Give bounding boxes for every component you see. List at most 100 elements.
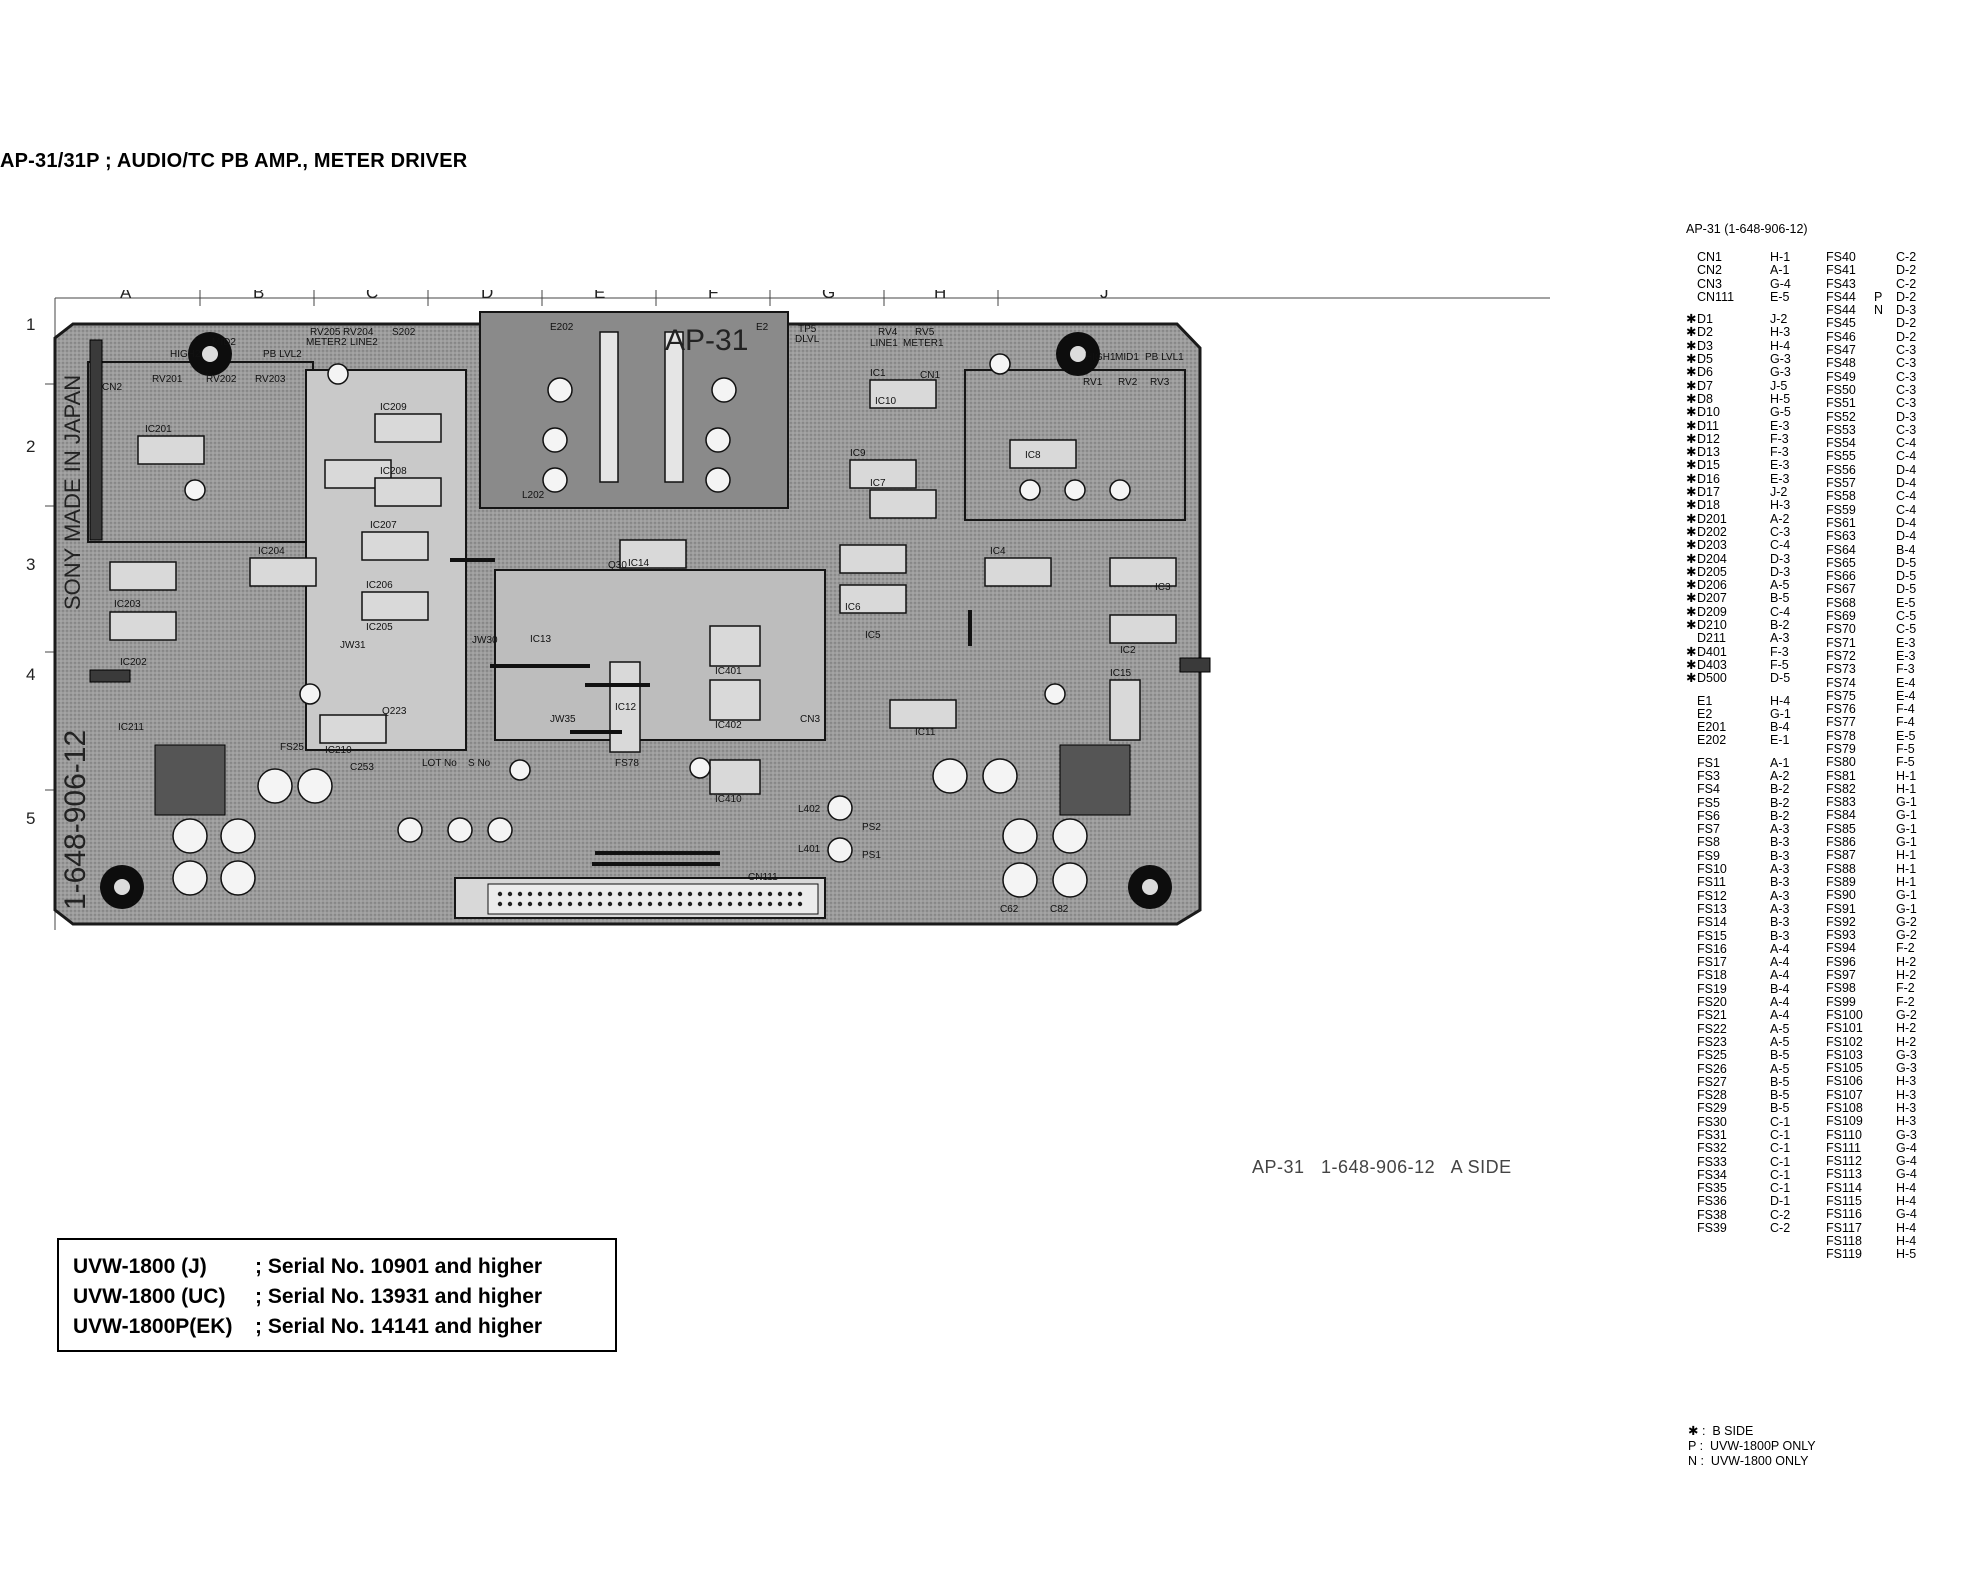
grid-location: D-1 — [1770, 1194, 1791, 1209]
grid-col-label: F — [708, 290, 718, 302]
ref-designator: FS119 — [1826, 1247, 1862, 1262]
grid-location: H-2 — [1896, 968, 1917, 983]
board-part-number-marking: 1-648-906-12 — [59, 730, 92, 910]
grid-location: A-5 — [1770, 1034, 1790, 1049]
ref-designator: FS34 — [1697, 1167, 1727, 1182]
grid-col-label: J — [1100, 290, 1109, 302]
grid-location: J-2 — [1770, 485, 1788, 500]
grid-location: C-5 — [1896, 609, 1917, 624]
label-c82: C82 — [1050, 904, 1069, 915]
ref-designator: FS14 — [1697, 915, 1727, 930]
label-ic8: IC8 — [1025, 450, 1041, 461]
mounting-holes — [100, 332, 1172, 909]
ref-designator: D201 — [1697, 511, 1727, 526]
serial-range: ; Serial No. 13931 and higher — [255, 1285, 543, 1308]
grid-col-label: G — [822, 290, 835, 302]
grid-location: H-3 — [1770, 498, 1791, 513]
b-side-mark: ✱ — [1686, 671, 1697, 686]
grid-location: G-3 — [1896, 1127, 1917, 1142]
label-rv204: RV204 — [343, 327, 374, 338]
label-rv5: RV5 — [915, 327, 935, 338]
ref-designator: FS44 — [1826, 303, 1856, 318]
label-meter2: METER2 — [306, 337, 347, 348]
connector-cn111 — [487, 883, 819, 915]
ref-designator: FS38 — [1697, 1207, 1727, 1222]
grid-location: E-4 — [1896, 688, 1916, 703]
grid-location: D-3 — [1896, 409, 1917, 424]
label-ic7: IC7 — [870, 478, 886, 489]
ref-designator: FS59 — [1826, 502, 1856, 517]
grid-location: G-1 — [1896, 835, 1917, 850]
ref-designator: FS70 — [1826, 622, 1856, 637]
ref-designator: E201 — [1697, 720, 1727, 735]
label-ic203: IC203 — [114, 599, 141, 610]
ref-designator: FS35 — [1697, 1181, 1727, 1196]
ref-designator: D209 — [1697, 604, 1727, 619]
grid-location: G-3 — [1896, 1061, 1917, 1076]
ref-designator: D2 — [1697, 325, 1713, 340]
ref-designator: D1 — [1697, 312, 1713, 327]
ref-designator: FS90 — [1826, 888, 1856, 903]
grid-col-label: B — [253, 290, 264, 302]
grid-location: H-1 — [1896, 848, 1917, 863]
ref-designator: FS93 — [1826, 928, 1856, 943]
ref-designator: FS61 — [1826, 515, 1856, 530]
label-ic3: IC3 — [1155, 582, 1171, 593]
grid-col-label: C — [366, 290, 378, 302]
label-ic211: IC211 — [118, 722, 144, 733]
label-l202: L202 — [522, 490, 545, 501]
model-flag: P — [1874, 289, 1883, 304]
grid-location: H-3 — [1896, 1074, 1917, 1089]
trace-bars — [450, 558, 972, 866]
ref-designator: FS87 — [1826, 848, 1856, 863]
b-side-mark: ✱ — [1686, 618, 1697, 633]
label-jw30: JW30 — [472, 635, 498, 646]
label-ic9: IC9 — [850, 448, 866, 459]
label-ic11: IC11 — [915, 727, 936, 738]
ref-designator: CN3 — [1697, 276, 1723, 291]
b-side-mark: ✱ — [1686, 365, 1697, 380]
ref-designator: FS116 — [1826, 1207, 1862, 1222]
grid-location: F-3 — [1770, 431, 1789, 446]
grid-location: A-4 — [1770, 995, 1790, 1010]
grid-location: B-3 — [1770, 915, 1790, 930]
b-side-mark: ✱ — [1686, 378, 1697, 393]
label-l402: L402 — [798, 804, 821, 815]
grid-location: D-2 — [1896, 316, 1917, 331]
grid-location: H-1 — [1770, 250, 1791, 264]
grid-location: D-5 — [1896, 555, 1917, 570]
ref-designator: FS53 — [1826, 422, 1856, 437]
grid-location: H-3 — [1896, 1101, 1917, 1115]
grid-location: G-4 — [1770, 276, 1791, 291]
label-fs25: FS25 — [280, 742, 304, 753]
grid-location: B-5 — [1770, 1088, 1790, 1103]
grid-col-label: D — [481, 290, 493, 302]
serial-model: UVW-1800 (J) — [73, 1255, 207, 1278]
grid-location: H-3 — [1770, 325, 1791, 340]
model-flag: N — [1874, 303, 1884, 318]
label-fs78: FS78 — [615, 758, 639, 769]
b-side-mark: ✱ — [1686, 405, 1697, 420]
grid-location: E-3 — [1896, 635, 1916, 650]
ref-designator: FS84 — [1826, 808, 1856, 823]
